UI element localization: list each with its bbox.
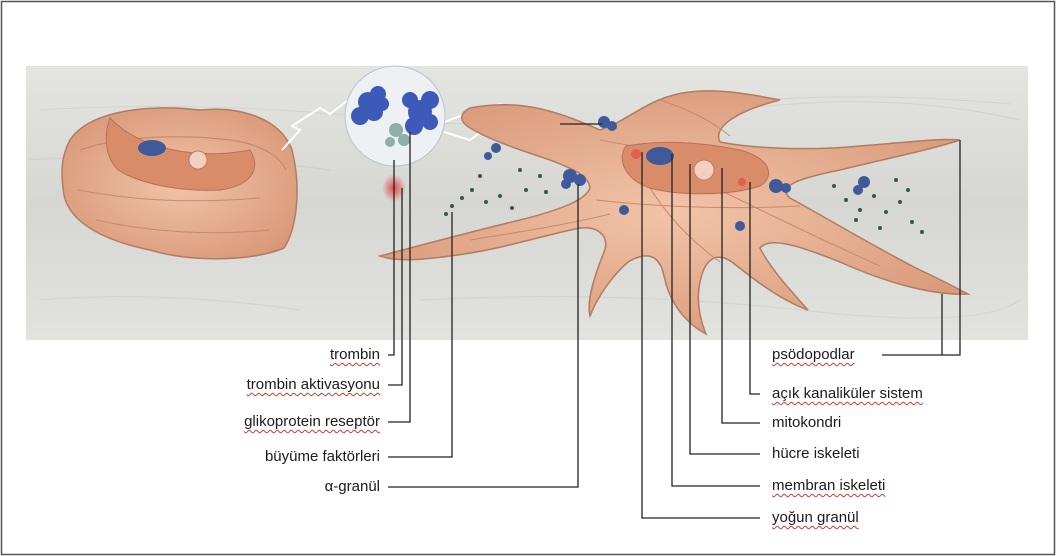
label-trombin: trombin — [330, 346, 380, 364]
label-text: açık kanaliküler sistem — [772, 385, 923, 402]
label-text: yoğun granül — [772, 509, 859, 526]
label-text: membran iskeleti — [772, 477, 885, 494]
label-membran-iskeleti: membran iskeleti — [772, 477, 885, 495]
label-glikoprotein-reseptor: glikoprotein reseptör — [244, 413, 380, 431]
label-text: trombin — [330, 346, 380, 363]
label-text: α-granül — [325, 478, 380, 495]
label-trombin-aktivasyonu: trombin aktivasyonu — [247, 376, 380, 394]
label-mitokondri: mitokondri — [772, 414, 841, 432]
label-alfa-granul: α-granül — [325, 478, 380, 496]
label-yogun-granul: yoğun granül — [772, 509, 859, 527]
label-buyume-faktorleri: büyüme faktörleri — [265, 448, 380, 466]
label-text: hücre iskeleti — [772, 445, 860, 462]
label-text: glikoprotein reseptör — [244, 413, 380, 430]
label-text: psödopodlar — [772, 346, 855, 363]
label-hucre-iskeleti: hücre iskeleti — [772, 445, 860, 463]
label-text: büyüme faktörleri — [265, 448, 380, 465]
label-text: mitokondri — [772, 414, 841, 431]
label-psodopodlar: psödopodlar — [772, 346, 855, 364]
label-acik-kanalikuler-sistem: açık kanaliküler sistem — [772, 385, 923, 403]
label-text: trombin aktivasyonu — [247, 376, 380, 393]
